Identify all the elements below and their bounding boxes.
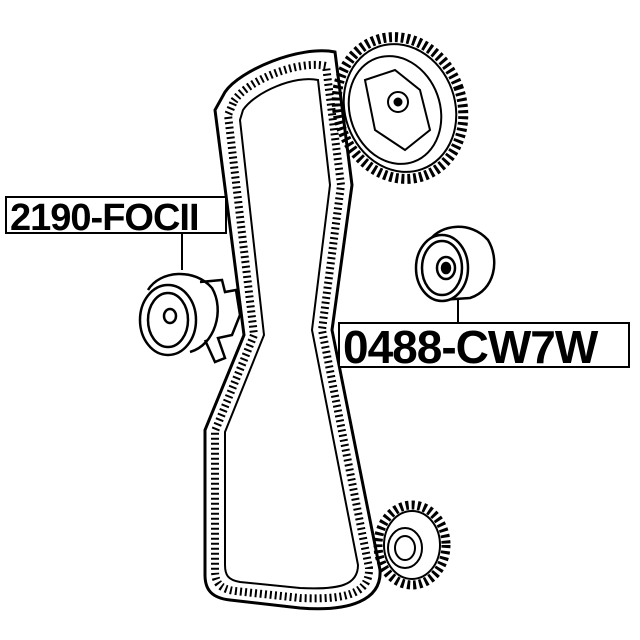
part-label-idler: 0488-CW7W — [338, 322, 630, 370]
timing-belt — [203, 49, 382, 611]
camshaft-gear — [331, 32, 469, 184]
part-label-tensioner: 2190-FOCII — [5, 196, 227, 237]
tensioner-pulley — [138, 234, 242, 364]
idler-pulley — [414, 225, 496, 322]
crankshaft-gear — [373, 500, 451, 590]
